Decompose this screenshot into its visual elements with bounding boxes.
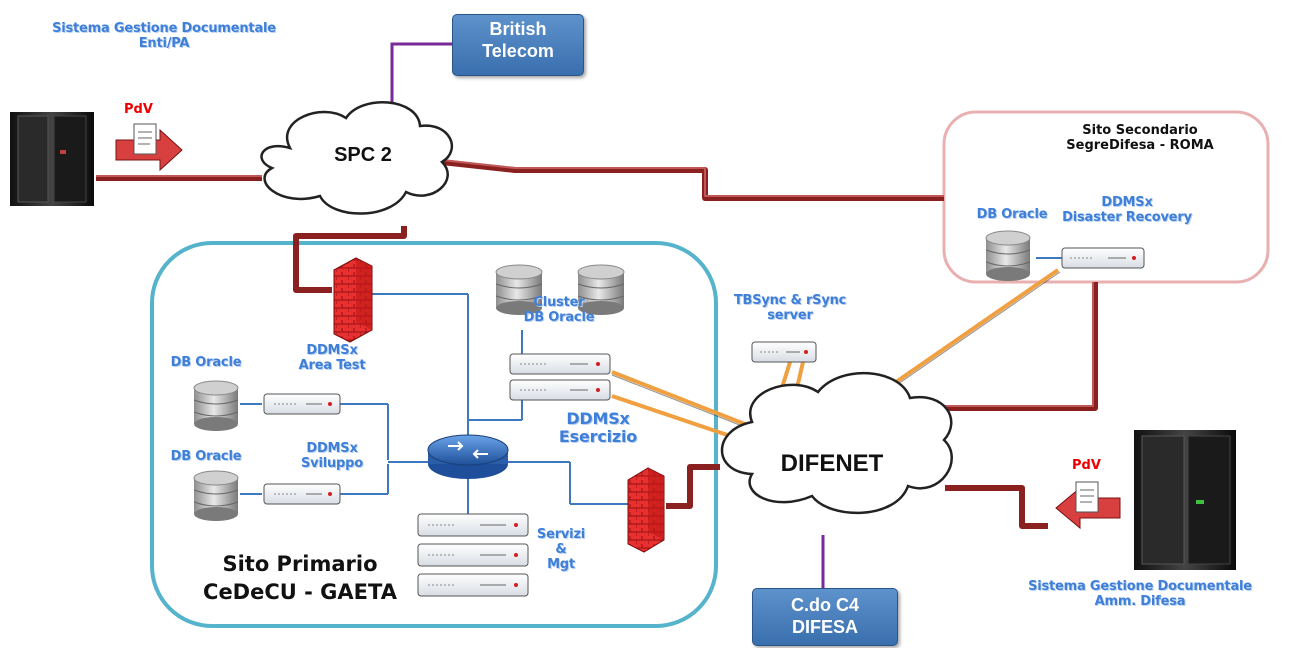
ddmsx-esercizio-label: DDMSx Esercizio <box>548 409 648 447</box>
pdv-left-icon <box>115 123 183 172</box>
server-servizi-1-icon <box>417 513 529 537</box>
db-cluster-2-icon <box>577 264 625 315</box>
sgd-difesa-line1: Sistema Gestione Documentale <box>1028 579 1252 594</box>
spc2-cloud <box>260 101 453 215</box>
ddmsx-sviluppo-line1: DDMSx <box>306 441 358 456</box>
server-esercizio-2-icon <box>509 379 611 401</box>
db-cluster-1-icon <box>495 264 543 315</box>
db-sviluppo-icon <box>193 470 239 521</box>
cluster-label: Cluster DB Oracle <box>504 295 614 326</box>
sito-primario-label: Sito Primario CeDeCU - GAETA <box>180 550 420 607</box>
server-tbsync-icon <box>751 341 817 363</box>
spc2-label: SPC 2 <box>334 144 392 166</box>
server-test-icon <box>263 393 341 415</box>
ddmsx-test-line1: DDMSx <box>306 343 358 358</box>
british-telecom-line1: British <box>489 19 547 39</box>
ddmsx-esercizio-line2: Esercizio <box>558 427 638 447</box>
server-servizi-2-icon <box>417 543 529 567</box>
difenet-label: DIFENET <box>780 450 884 477</box>
server-dr-icon <box>1061 247 1145 269</box>
ddmsx-dr-line1: DDMSx <box>1101 195 1153 210</box>
ddmsx-dr-label: DDMSx Disaster Recovery <box>1052 195 1202 226</box>
cdo-c4-line2: DIFESA <box>791 616 858 637</box>
ddmsx-test-label: DDMSx Area Test <box>282 343 382 374</box>
sgd-ext-label: Sistema Gestione Documentale Enti/PA <box>14 21 314 52</box>
ddmsx-sviluppo-label: DDMSx Sviluppo <box>282 441 382 472</box>
tbsync-line2: server <box>767 307 813 323</box>
pdv-left-label: PdV <box>124 102 153 117</box>
ddmsx-sviluppo-line2: Sviluppo <box>301 455 363 471</box>
sgd-ext-line1: Sistema Gestione Documentale <box>52 21 276 36</box>
firewall-bottom-icon <box>627 467 665 553</box>
sito-secondario-line1: Sito Secondario <box>1082 123 1198 138</box>
db-oracle-sviluppo-label: DB Oracle <box>170 449 242 464</box>
mainframe-left-icon <box>10 112 94 206</box>
sito-secondario-line2: SegreDifesa - ROMA <box>1066 137 1214 153</box>
sito-secondario-label: Sito Secondario SegreDifesa - ROMA <box>1040 123 1240 154</box>
db-oracle-test-label: DB Oracle <box>170 355 242 370</box>
tbsync-line1: TBSync & rSync <box>733 293 847 308</box>
servizi-label: Servizi & Mgt <box>526 527 596 573</box>
db-oracle-secondary-label: DB Oracle <box>976 207 1048 222</box>
db-test-icon <box>193 380 239 431</box>
ddmsx-esercizio-line1: DDMSx <box>566 409 630 428</box>
cdo-c4-box: C.do C4 DIFESA <box>752 588 898 646</box>
db-secondary-icon <box>985 230 1031 281</box>
server-servizi-3-icon <box>417 573 529 597</box>
british-telecom-box: British Telecom <box>452 14 584 76</box>
primary-site-box <box>150 241 718 628</box>
purple-links <box>390 42 825 590</box>
sgd-difesa-line2: Amm. Difesa <box>1094 593 1186 609</box>
servizi-line2: & <box>555 541 567 557</box>
pdv-right-icon <box>1055 481 1121 530</box>
pdv-right-label: PdV <box>1072 458 1101 473</box>
server-sviluppo-icon <box>263 483 341 505</box>
sgd-difesa-label: Sistema Gestione Documentale Amm. Difesa <box>990 579 1290 610</box>
sito-primario-line1: Sito Primario <box>222 552 378 576</box>
ddmsx-dr-line2: Disaster Recovery <box>1062 209 1192 225</box>
mainframe-right-icon <box>1134 430 1236 570</box>
tbsync-label: TBSync & rSync server <box>720 293 860 324</box>
ddmsx-test-line2: Area Test <box>298 357 366 373</box>
sgd-ext-line2: Enti/PA <box>138 35 190 51</box>
british-telecom-line2: Telecom <box>482 40 554 61</box>
servizi-line3: Mgt <box>547 556 575 572</box>
server-esercizio-1-icon <box>509 353 611 375</box>
cdo-c4-line1: C.do C4 <box>790 595 859 615</box>
difenet-cloud <box>720 371 953 515</box>
sito-primario-line2: CeDeCU - GAETA <box>203 580 397 605</box>
servizi-line1: Servizi <box>536 527 586 542</box>
cluster-line1: Cluster <box>533 295 585 310</box>
router-icon <box>427 434 509 479</box>
cluster-line2: DB Oracle <box>523 309 595 325</box>
firewall-top-icon <box>333 257 373 343</box>
